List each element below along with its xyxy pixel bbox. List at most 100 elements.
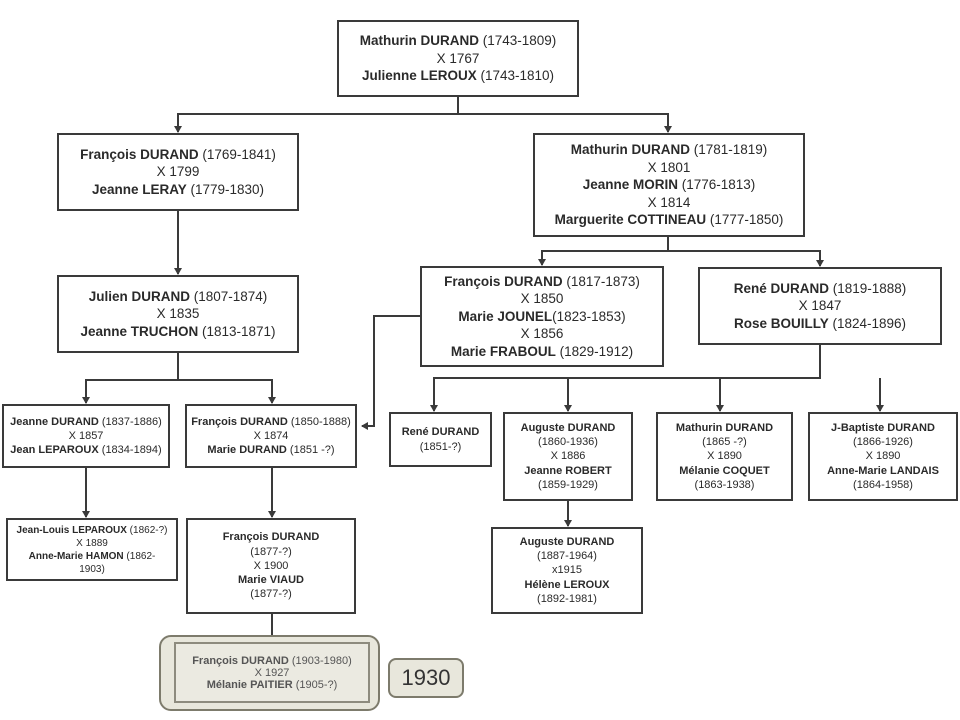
- marriage-year: X 1847: [798, 298, 842, 314]
- marriage-year: X 1874: [253, 429, 289, 442]
- person-box-francois-1817[interactable]: François DURAND (1817-1873) X 1850 Marie…: [420, 266, 664, 367]
- marriage-year: X 1890: [865, 450, 901, 463]
- spouse-dates: (1859-1929): [538, 478, 598, 491]
- person-dates: (1862-?): [126, 524, 168, 536]
- marriage-year: X 1857: [68, 429, 104, 442]
- person-box-francois-1903[interactable]: François DURAND (1903-1980) X 1927 Mélan…: [174, 642, 370, 703]
- person-box-julien-1807[interactable]: Julien DURAND (1807-1874) X 1835 Jeanne …: [57, 275, 299, 353]
- spouse-name: Marie VIAUD: [237, 574, 305, 587]
- spouse-name: Mélanie COQUET: [679, 464, 770, 477]
- person-dates: (1807-1874): [189, 288, 268, 304]
- spouse-name: Jeanne ROBERT: [524, 464, 612, 477]
- person-dates: (1837-1886): [98, 415, 162, 428]
- person-name: François DURAND: [80, 146, 199, 162]
- person-box-rene-1851[interactable]: René DURAND (1851-?): [389, 412, 492, 467]
- marriage-year: X 1799: [156, 164, 200, 180]
- spouse-name: Marie DURAND: [207, 444, 287, 457]
- person-box-rene-1819[interactable]: René DURAND (1819-1888) X 1847 Rose BOUI…: [698, 267, 942, 345]
- person-name: Auguste DURAND: [520, 421, 616, 434]
- person-dates: (1866-1926): [853, 436, 913, 449]
- spouse-dates: (1834-1894): [98, 444, 162, 457]
- person-box-francois-1850[interactable]: François DURAND (1850-1888) X 1874 Marie…: [185, 404, 357, 468]
- person-box-jeanne-1837[interactable]: Jeanne DURAND (1837-1886) X 1857 Jean LE…: [2, 404, 170, 468]
- spouse-name: Rose BOUILLY: [733, 315, 829, 331]
- person-dates: (1743-1809): [478, 33, 557, 49]
- person-name: François DURAND: [444, 273, 563, 289]
- spouse-dates: (1824-1896): [828, 315, 907, 331]
- marriage-year: X 1835: [156, 306, 200, 322]
- spouse-name: Anne-Marie HAMON: [28, 550, 124, 562]
- spouse-dates: (1892-1981): [537, 592, 597, 605]
- spouse-name: Jeanne TRUCHON: [80, 323, 199, 339]
- marriage-year: X 1889: [76, 537, 108, 549]
- spouse-dates: (1743-1810): [476, 68, 555, 84]
- marriage-year: X 1801: [647, 159, 691, 175]
- person-dates: (1903-1980): [288, 654, 352, 667]
- marriage-year: X 1886: [550, 450, 586, 463]
- person-name: Jean-Louis LEPAROUX: [16, 524, 127, 536]
- person-box-auguste-1860[interactable]: Auguste DURAND (1860-1936) X 1886 Jeanne…: [503, 412, 633, 501]
- marriage-year: X 1900: [253, 559, 289, 572]
- person-box-mathurin-1865[interactable]: Mathurin DURAND (1865 -?) X 1890 Mélanie…: [656, 412, 793, 501]
- person-name: François DURAND: [191, 415, 288, 428]
- person-name: René DURAND: [401, 426, 480, 439]
- spouse-dates-2: (1777-1850): [706, 212, 784, 228]
- spouse-dates: (1877-?): [250, 588, 292, 601]
- person-dates: (1877-?): [250, 545, 292, 558]
- spouse-name: Jean LEPAROUX: [10, 444, 99, 457]
- person-name: Mathurin DURAND: [359, 33, 479, 49]
- person-name: Julien DURAND: [88, 288, 190, 304]
- person-name: François DURAND: [222, 531, 320, 544]
- spouse-name: Anne-Marie LANDAIS: [827, 464, 939, 477]
- person-box-auguste-1887[interactable]: Auguste DURAND (1887-1964) x1915 Hélène …: [491, 527, 643, 614]
- spouse-dates: (1779-1830): [186, 181, 265, 197]
- person-box-jeanlouis-1862[interactable]: Jean-Louis LEPAROUX (1862-?) X 1889 Anne…: [6, 518, 178, 581]
- spouse-name: Julienne LEROUX: [361, 68, 477, 84]
- spouse-dates: (1863-1938): [694, 478, 755, 491]
- person-name: Auguste DURAND: [519, 535, 615, 548]
- spouse-name: Jeanne LERAY: [91, 181, 187, 197]
- spouse-dates: (1862-: [123, 550, 156, 562]
- spouse-name-2: Marie FRABOUL: [450, 343, 556, 359]
- spouse-name: Marie JOUNEL: [458, 308, 553, 324]
- spouse-dates-2: (1829-1912): [555, 343, 634, 359]
- marriage-year: X 1767: [436, 50, 480, 66]
- person-name: Mathurin DURAND: [675, 421, 774, 434]
- spouse-dates: (1776-1813): [677, 177, 756, 193]
- person-box-mathurin-1781[interactable]: Mathurin DURAND (1781-1819) X 1801 Jeann…: [533, 133, 805, 237]
- person-dates: (1817-1873): [562, 273, 640, 289]
- person-dates: (1781-1819): [689, 142, 768, 158]
- year-badge: 1930: [388, 658, 464, 698]
- person-name: René DURAND: [733, 280, 829, 296]
- spouse-dates: (1864-1958): [853, 478, 913, 491]
- person-box-mathurin-1743[interactable]: Mathurin DURAND (1743-1809) X 1767 Julie…: [337, 20, 579, 97]
- person-dates: (1850-1888): [287, 415, 351, 428]
- person-box-jbaptiste-1866[interactable]: J-Baptiste DURAND (1866-1926) X 1890 Ann…: [808, 412, 958, 501]
- person-name: Jeanne DURAND: [10, 415, 99, 428]
- spouse-dates: (1813-1871): [198, 323, 276, 339]
- marriage-year-2: X 1814: [647, 194, 691, 210]
- spouse-name: Hélène LEROUX: [524, 578, 610, 591]
- person-dates: (1887-1964): [537, 550, 597, 563]
- spouse-dates: (1851 -?): [286, 444, 335, 457]
- person-box-francois-1769[interactable]: François DURAND (1769-1841) X 1799 Jeann…: [57, 133, 299, 211]
- person-name: Mathurin DURAND: [570, 142, 690, 158]
- marriage-year-2: X 1856: [520, 326, 564, 342]
- person-dates: (1851-?): [419, 440, 462, 453]
- marriage-year: x1915: [552, 564, 582, 577]
- spouse-name: Mélanie PAITIER: [206, 678, 293, 691]
- person-box-francois-1877[interactable]: François DURAND (1877-?) X 1900 Marie VI…: [186, 518, 356, 614]
- spouse-name: Jeanne MORIN: [582, 177, 678, 193]
- person-dates: (1860-1936): [538, 436, 598, 449]
- person-dates: (1769-1841): [198, 146, 276, 162]
- spouse-name-2: Marguerite COTTINEAU: [554, 212, 707, 228]
- marriage-year: X 1890: [707, 450, 742, 463]
- person-dates: (1865 -?): [702, 436, 747, 449]
- person-name: J-Baptiste DURAND: [831, 421, 935, 434]
- person-dates: (1819-1888): [828, 280, 907, 296]
- marriage-year: X 1927: [254, 666, 290, 679]
- marriage-year: X 1850: [520, 291, 564, 307]
- person-name: François DURAND: [192, 654, 289, 667]
- spouse-dates-cont: 1903): [79, 563, 105, 575]
